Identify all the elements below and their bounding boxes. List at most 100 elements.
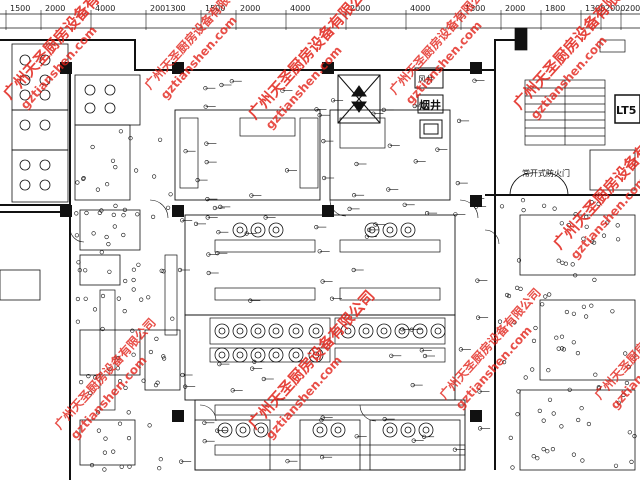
equipment-marker bbox=[537, 408, 542, 414]
burner-center bbox=[404, 426, 412, 434]
equipment-marker bbox=[551, 411, 556, 416]
equipment-marker bbox=[559, 221, 564, 226]
equipment-marker bbox=[154, 336, 159, 342]
equipment-marker bbox=[581, 236, 586, 241]
equipment-marker bbox=[571, 452, 577, 457]
burner-ring bbox=[358, 323, 374, 339]
equipment-marker bbox=[146, 295, 151, 300]
equipment-marker bbox=[107, 269, 112, 274]
burner-center bbox=[236, 351, 244, 359]
equipment-marker bbox=[615, 223, 620, 228]
dimension-label: 2001300 bbox=[150, 4, 186, 13]
equipment-marker bbox=[613, 463, 619, 468]
equipment-marker bbox=[552, 206, 557, 211]
equipment-marker bbox=[104, 182, 110, 187]
stair-number-badge: LT5 bbox=[614, 94, 640, 124]
equipment-marker bbox=[77, 268, 82, 273]
equipment-marker bbox=[583, 314, 589, 319]
equipment-marker bbox=[161, 354, 166, 359]
equipment-marker bbox=[113, 203, 118, 208]
equipment-marker bbox=[141, 378, 146, 383]
equipment-marker bbox=[116, 296, 121, 301]
equipment-marker bbox=[541, 203, 547, 208]
equipment-marker bbox=[515, 412, 520, 417]
equipment-marker bbox=[75, 180, 80, 185]
equipment-marker bbox=[128, 136, 133, 141]
fire-door-label: 常开式防火门 bbox=[522, 168, 570, 178]
burner-center bbox=[422, 426, 430, 434]
equipment-marker bbox=[590, 239, 595, 244]
equipment-marker bbox=[499, 204, 505, 209]
burner-ring bbox=[400, 222, 416, 238]
equipment-marker bbox=[119, 464, 124, 469]
equipment-marker bbox=[626, 365, 631, 370]
dimension-line-top bbox=[0, 13, 640, 29]
equipment-marker bbox=[497, 319, 503, 324]
equipment-marker bbox=[623, 351, 628, 356]
burner-ring bbox=[214, 323, 230, 339]
equipment-marker bbox=[131, 267, 136, 272]
equipment-marker bbox=[81, 176, 86, 181]
equipment-circle bbox=[19, 119, 31, 131]
equipment-marker bbox=[541, 447, 546, 452]
equipment-marker bbox=[136, 262, 141, 267]
equipment-marker bbox=[75, 319, 80, 324]
elevator-shaft bbox=[337, 74, 381, 124]
equipment-marker bbox=[100, 293, 106, 299]
equipment-marker bbox=[505, 292, 510, 298]
burner-ring bbox=[340, 323, 356, 339]
equipment-marker bbox=[84, 210, 89, 216]
equipment-marker bbox=[95, 410, 101, 415]
equipment-marker bbox=[581, 304, 587, 309]
burner-ring bbox=[400, 422, 416, 438]
equipment-marker bbox=[122, 309, 127, 314]
equipment-circle bbox=[19, 89, 31, 101]
burner-ring bbox=[232, 222, 248, 238]
dimension-label: 4000 bbox=[410, 4, 430, 13]
dimension-label: 1800 bbox=[545, 4, 565, 13]
equipment-marker bbox=[107, 367, 112, 372]
equipment-marker bbox=[616, 400, 621, 405]
equipment-marker bbox=[627, 430, 632, 435]
equipment-marker bbox=[131, 287, 136, 292]
equipment-marker bbox=[112, 224, 117, 229]
equipment-marker bbox=[148, 349, 153, 355]
central-rooms bbox=[174, 109, 466, 471]
equipment-marker bbox=[592, 277, 597, 283]
dimension-label: 1500 bbox=[10, 4, 30, 13]
equipment-marker bbox=[570, 262, 575, 267]
equipment-marker bbox=[545, 449, 550, 454]
equipment-marker bbox=[104, 234, 109, 240]
dimension-label: 2000 bbox=[45, 4, 65, 13]
equipment-marker bbox=[576, 417, 581, 423]
equipment-marker bbox=[593, 372, 598, 377]
fire-door bbox=[509, 172, 569, 196]
stair-number: LT5 bbox=[616, 104, 636, 117]
burner-ring bbox=[412, 323, 428, 339]
burner-center bbox=[386, 426, 394, 434]
structural-columns bbox=[60, 62, 482, 422]
equipment-marker bbox=[102, 450, 107, 455]
dimension-label: 1300 bbox=[465, 4, 485, 13]
watermark-company: 广州天圣厨房设备有限公司 bbox=[436, 285, 544, 402]
equipment-marker bbox=[99, 250, 104, 255]
equipment-marker bbox=[596, 201, 601, 206]
equipment-marker bbox=[556, 258, 561, 263]
burner-center bbox=[362, 327, 370, 335]
watermark-company: 广州天圣厨房设备有限公司 bbox=[386, 0, 494, 97]
equipment-marker bbox=[139, 297, 144, 302]
equipment-marker bbox=[541, 418, 546, 423]
burner-ring bbox=[288, 323, 304, 339]
burner-ring bbox=[288, 347, 304, 363]
watermark-company: 广州天圣厨房设备有限公司 bbox=[245, 287, 379, 433]
equipment-marker bbox=[564, 309, 570, 315]
equipment-marker bbox=[100, 326, 105, 332]
equipment-circle bbox=[39, 119, 51, 131]
equipment-marker bbox=[573, 212, 578, 217]
equipment-marker bbox=[111, 449, 116, 454]
burner-ring bbox=[376, 323, 392, 339]
burner-center bbox=[272, 327, 280, 335]
equipment-marker bbox=[95, 187, 100, 192]
burner-center bbox=[221, 426, 229, 434]
